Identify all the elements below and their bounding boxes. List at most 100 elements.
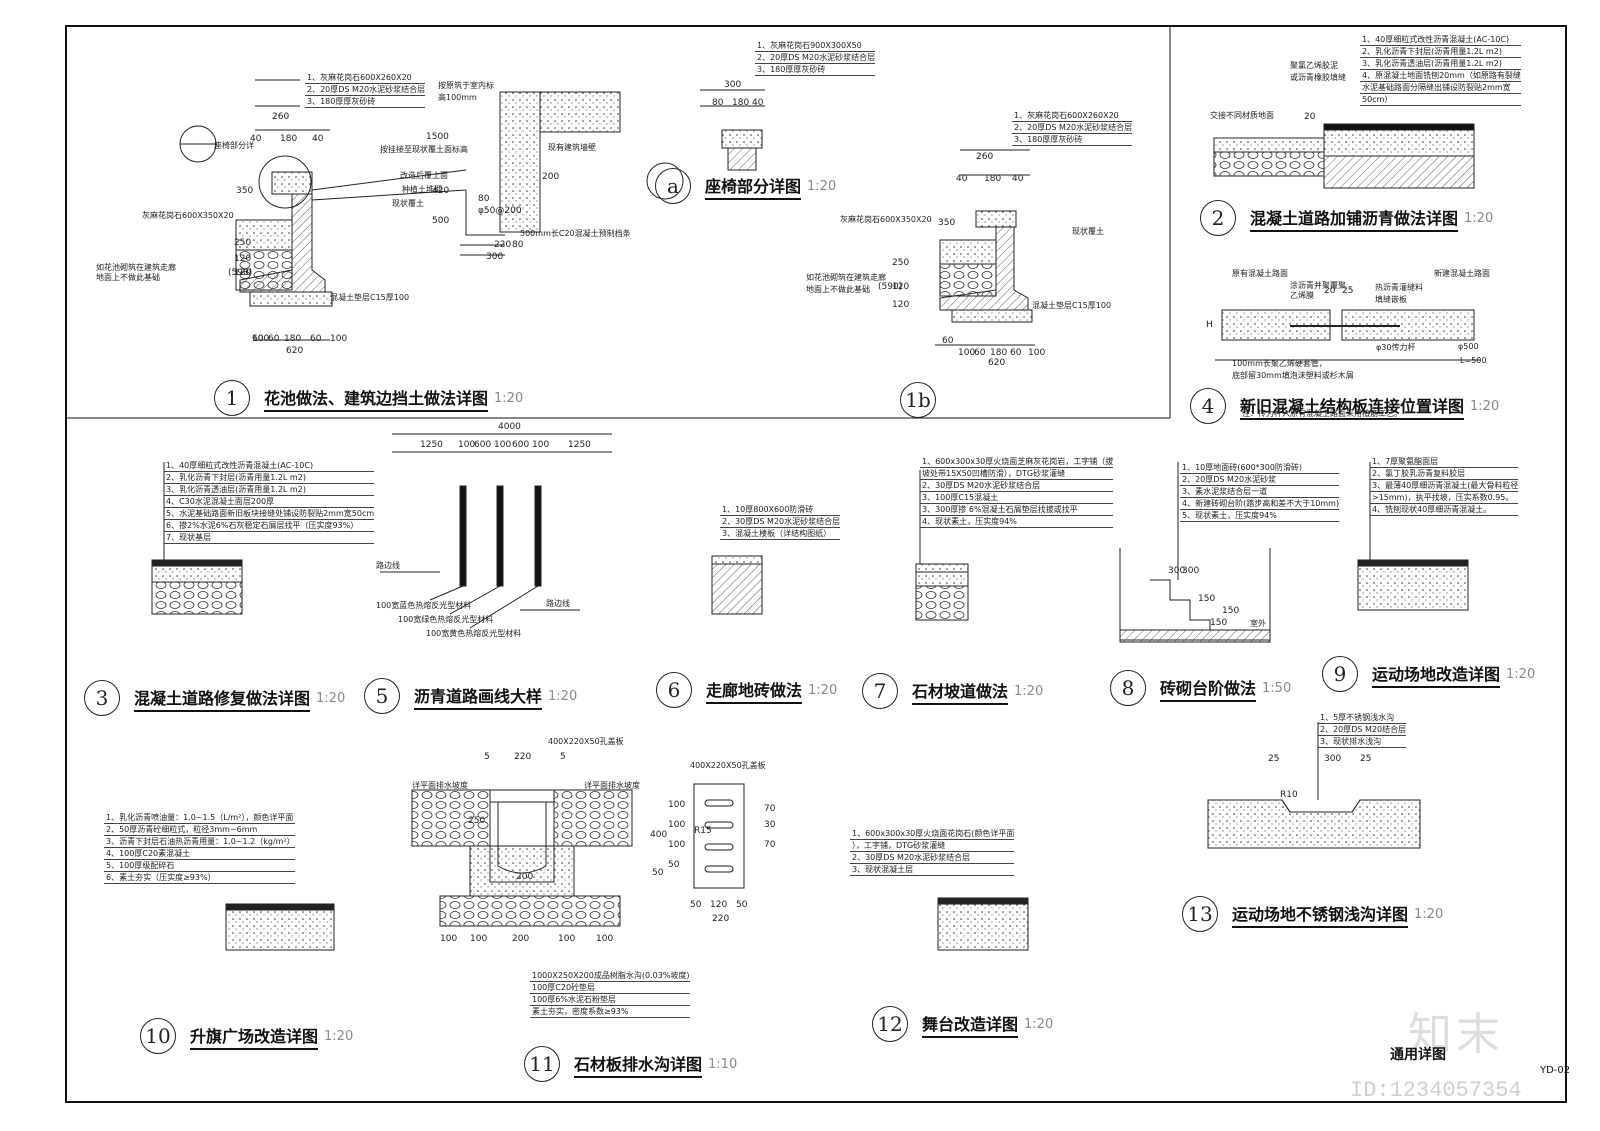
label: 填缝嵌板: [1375, 295, 1407, 304]
detail-scale: 1:20: [324, 1028, 354, 1044]
label: φ30传力杆: [1376, 343, 1416, 352]
detail-name: 走廊地砖做法: [706, 677, 803, 704]
layer-line: 4、100厚C20素混凝土: [104, 848, 295, 860]
label: 100宽蓝色热熔反光型材料: [376, 601, 472, 610]
layer-line: 3、180厚厚灰砂砖: [305, 96, 426, 108]
dimension-text: 25: [1360, 754, 1372, 764]
layer-line: 坡处带15X50凹槽防滑），DTG砂浆灌缝: [920, 468, 1114, 480]
layer-line: 100厚C20砼垫层: [530, 982, 690, 994]
dimension-text: 200: [512, 934, 530, 944]
dimension-text: 100: [668, 840, 686, 850]
detail-title-13: 13 运动场地不锈钢浅沟详图 1:20: [1182, 896, 1443, 932]
label: 如花池砌筑在建筑走廊: [806, 273, 886, 282]
dimension-text: 100: [458, 440, 476, 450]
dimension-text: 600: [474, 440, 492, 450]
detail-title-12: 12 舞台改造详图 1:20: [872, 1006, 1053, 1042]
layer-line: 1、5厚不锈钢浅水沟: [1318, 712, 1407, 724]
dimension-text: 300: [1182, 566, 1200, 576]
detail-name: 座椅部分详图: [705, 173, 802, 200]
dimension-text: (590): [878, 282, 903, 292]
brand-logo: 知末: [1408, 1009, 1504, 1060]
dimension-text: 150: [1198, 594, 1216, 604]
detail-number: 5: [364, 678, 400, 714]
layer-line: 3、沥青下封层石油热沥青用量：1.0~1.2（kg/m²）: [104, 837, 295, 848]
dimension-text: 350: [938, 218, 956, 228]
dimension-text: 1500: [426, 132, 449, 142]
detail-title-2: 2 混凝土道路加铺沥青做法详图 1:20: [1200, 200, 1493, 236]
dimension-text: 180: [990, 348, 1008, 358]
layers-detail-7: 1、600x300x30厚火烧面芝麻灰花岗岩，工字铺（拔坡处带15X50凹槽防滑…: [920, 456, 1114, 528]
detail-9-drawing: [1357, 462, 1469, 611]
dimension-text: 100: [668, 820, 686, 830]
label: 按原筑于室内标: [438, 81, 494, 90]
detail-6-drawing: [711, 555, 763, 615]
dimension-text: 300: [486, 252, 504, 262]
detail-scale: 1:50: [1262, 680, 1292, 696]
dimension-text: 260: [976, 152, 994, 162]
layer-line: 3、最薄40厚细沥青混凝土(最大骨料粒径: [1370, 481, 1519, 492]
dimension-text: 100: [494, 440, 512, 450]
dimension-text: 500: [432, 216, 450, 226]
dimension-text: 100: [440, 934, 458, 944]
dimension-text: 70: [764, 804, 776, 814]
detail-8-drawing: [1119, 462, 1271, 643]
layer-line: 3、现状混凝土层: [850, 864, 1015, 876]
dimension-text: 600: [512, 440, 530, 450]
dimension-text: 40: [1012, 174, 1024, 184]
detail-scale: 1:20: [1024, 1016, 1054, 1032]
label: 种植土堆砌: [402, 185, 442, 194]
label: 热沥青灌缝料: [1375, 283, 1423, 292]
dimension-text: 40: [250, 134, 262, 144]
detail-title-3: 3 混凝土道路修复做法详图 1:20: [84, 680, 345, 716]
dimension-text: 100: [558, 934, 576, 944]
layers-detail-2: 1、40厚细粒式改性沥青混凝土(AC-10C)2、乳化沥青下封层(沥青用量1.2…: [1360, 34, 1521, 106]
dimension-text: 50: [652, 868, 664, 878]
dimension-text: 200: [542, 172, 560, 182]
detail-name: 混凝土道路加铺沥青做法详图: [1250, 205, 1459, 232]
dimension-text: 1250: [568, 440, 591, 450]
layer-line: 6、掺2%水泥6%石灰稳定石屑层找平（压实度93%）: [164, 520, 375, 532]
dimension-text: 30: [764, 820, 776, 830]
layer-line: 2、20厚DS M20水泥砂浆结合层: [755, 53, 876, 64]
detail-number: a: [655, 168, 691, 204]
dimension-text: 60: [974, 348, 986, 358]
detail-number: 2: [1200, 200, 1236, 236]
detail-name: 石材坡道做法: [912, 678, 1009, 705]
detail-13-drawing: [1207, 722, 1421, 849]
dimension-text: 120: [892, 282, 910, 292]
layer-line: 2、乳化沥青下封层(沥青用量1.2L m2): [1360, 46, 1521, 58]
detail-number: 1: [214, 380, 250, 416]
dimension-text: 620: [988, 358, 1006, 368]
dimension-text: 620: [286, 346, 304, 356]
detail-name: 运动场地不锈钢浅沟详图: [1232, 901, 1409, 928]
dimension-text: 300: [1168, 566, 1186, 576]
label: 如花池砌筑在建筑走廊: [96, 263, 176, 272]
dimension-text: 5: [484, 752, 490, 762]
detail-number: 4: [1190, 388, 1226, 424]
label: φ500: [1458, 342, 1479, 351]
layer-line: 1、10厚800X600防滑砖: [720, 504, 841, 516]
detail-scale: 1:20: [807, 178, 837, 194]
label: 100宽绿色热熔反光型材料: [398, 615, 494, 624]
dimension-text: 20: [1324, 286, 1336, 296]
dimension-text: 60: [942, 336, 954, 346]
layer-line: ），工字铺，DTG砂浆灌缝: [850, 840, 1015, 852]
dimension-text: 180: [280, 134, 298, 144]
detail-title-11: 11 石材板排水沟详图 1:10: [524, 1046, 737, 1082]
dimension-text: 120: [234, 254, 252, 264]
label: 聚氯乙烯胶泥: [1290, 61, 1338, 70]
label: 灰麻花岗石600X350X20: [142, 211, 234, 220]
label: 路边线: [546, 599, 570, 608]
detail-scale: 1:20: [316, 690, 346, 706]
layer-line: 2、20厚DS M20结合层: [1318, 725, 1407, 736]
detail-number: 3: [84, 680, 120, 716]
detail-scale: 1:20: [1414, 906, 1444, 922]
dimension-text: 70: [764, 840, 776, 850]
